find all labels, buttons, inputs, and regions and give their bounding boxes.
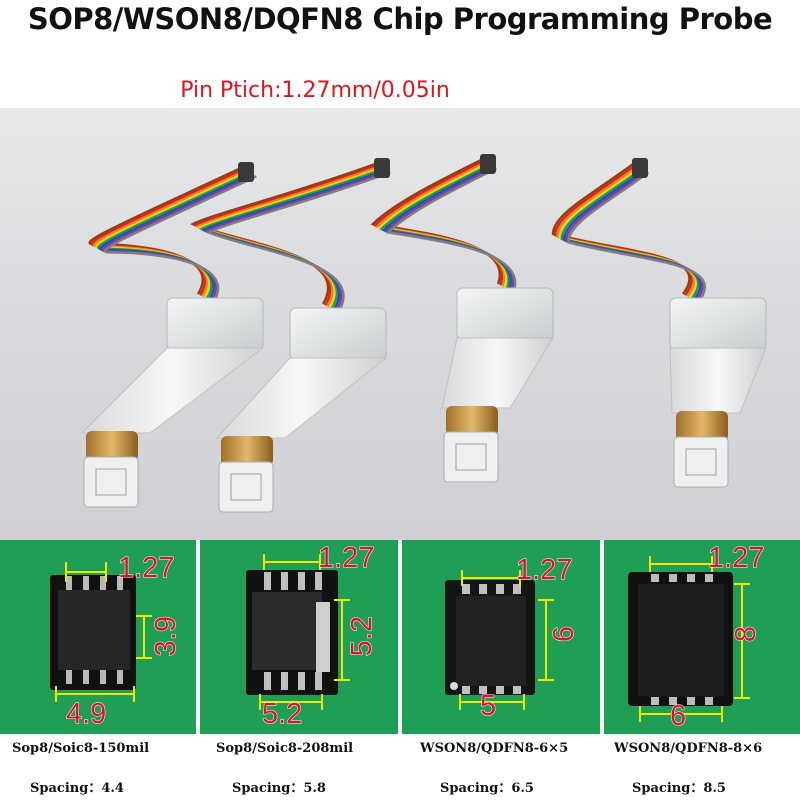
chip-footprint-panel: 1.27 3.9 4.9 1.27 5.2 5.2 1.27 6 5 1.27 …	[0, 540, 800, 734]
chip2-pitch-dimension: 1.27	[317, 542, 375, 575]
chip-sop8-150mil	[50, 575, 136, 690]
chip2-spacing-value: 5.8	[303, 781, 326, 796]
probe-body	[80, 347, 265, 434]
pin-pitch-subtitle: Pin Ptich:1.27mm/0.05in	[180, 78, 450, 103]
chip1-length-dimension: 4.9	[65, 698, 107, 731]
probe-tip-window	[230, 473, 262, 501]
probe-clear-housing	[669, 297, 767, 351]
probe	[80, 297, 265, 508]
page-title: SOP8/WSON8/DQFN8 Chip Programming Probe	[27, 2, 773, 36]
chip-captions: Sop8/Soic8-150mil Sop8/Soic8-208mil WSON…	[0, 734, 800, 800]
probe-gold-pins	[221, 436, 273, 466]
cable-end-connector	[480, 154, 496, 174]
probe-tip-window	[685, 448, 717, 476]
ribbon-wire	[205, 171, 391, 314]
chip2-spacing-label: Spacing：	[232, 781, 304, 796]
probe-tip-window	[455, 443, 487, 471]
chip-sop8-208mil	[246, 570, 338, 695]
ribbon-wire	[103, 175, 257, 304]
probe-body	[441, 337, 554, 409]
probe	[669, 297, 767, 488]
ribbon-wire	[560, 167, 700, 300]
chip1-spacing-value: 4.4	[101, 781, 124, 796]
probe	[215, 307, 388, 513]
chip-wson8-6x5	[445, 580, 535, 695]
chip4-name: WSON8/QDFN8-8×6	[614, 741, 763, 756]
probe-clear-housing	[456, 287, 554, 341]
chip3-spacing: Spacing：6.5	[440, 777, 534, 796]
probe-gold-pins	[86, 431, 138, 461]
cable-end-connector	[374, 158, 390, 178]
chip1-name: Sop8/Soic8-150mil	[12, 741, 150, 756]
probe-body	[215, 357, 388, 439]
probe-tip	[673, 436, 729, 488]
chip2-length-dimension: 5.2	[261, 698, 303, 731]
chip4-width-dimension: 8	[730, 626, 763, 643]
product-photo	[0, 108, 800, 540]
chip1-spacing-label: Spacing：	[30, 781, 102, 796]
probe-gold-pins	[676, 411, 728, 441]
probe-body	[669, 347, 767, 414]
ribbon-wire	[567, 171, 706, 304]
probe-tip	[218, 461, 274, 513]
chip-wson8-8x6	[628, 572, 733, 706]
probe	[441, 287, 554, 483]
chip2-name: Sop8/Soic8-208mil	[216, 741, 354, 756]
ribbon-cables	[88, 154, 706, 314]
chip3-pitch-dimension: 1.27	[515, 554, 573, 587]
chip3-name: WSON8/QDFN8-6×5	[420, 741, 569, 756]
ribbon-wire	[564, 170, 704, 302]
probe-gold-pins	[446, 406, 498, 436]
cable-end-connector	[632, 158, 648, 178]
chip1-spacing: Spacing：4.4	[30, 777, 124, 796]
cable-end-connector	[238, 162, 254, 182]
ribbon-wire	[562, 169, 702, 301]
chip4-length-dimension: 6	[669, 700, 687, 733]
chip4-pitch-dimension: 1.27	[707, 542, 765, 575]
chip3-width-dimension: 6	[548, 626, 581, 643]
probe-clear-housing	[289, 307, 387, 361]
probe-tip	[443, 431, 499, 483]
chip1-width-dimension: 3.9	[150, 616, 183, 657]
probe-tip	[83, 456, 139, 508]
probe-tip-window	[95, 468, 127, 496]
chip2-spacing: Spacing：5.8	[232, 777, 326, 796]
chip4-spacing-value: 8.5	[703, 781, 726, 796]
ribbon-wire	[385, 167, 517, 293]
chip1-pitch-dimension: 1.27	[117, 552, 175, 585]
chip2-width-dimension: 5.2	[346, 616, 379, 657]
chip4-spacing: Spacing：8.5	[632, 777, 726, 796]
probe-clear-housing	[166, 297, 264, 351]
chip3-length-dimension: 5	[479, 690, 497, 723]
chip3-spacing-value: 6.5	[511, 781, 534, 796]
chip3-spacing-label: Spacing：	[440, 781, 512, 796]
chip4-spacing-label: Spacing：	[632, 781, 704, 796]
probes	[80, 287, 767, 513]
